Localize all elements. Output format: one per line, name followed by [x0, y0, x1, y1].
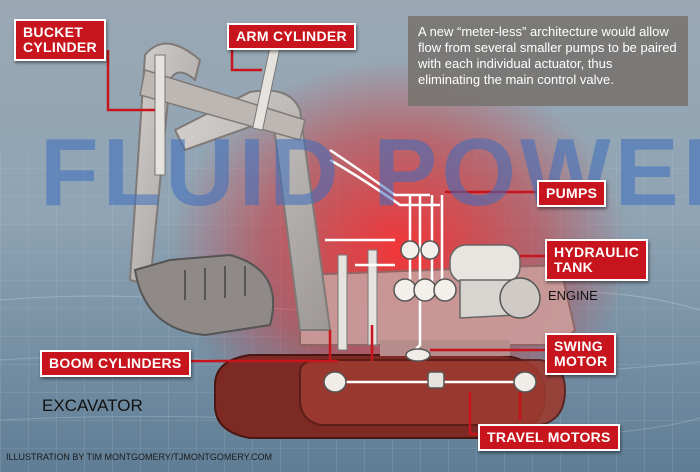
- callout-hydraulic-tank: HYDRAULIC TANK: [545, 239, 649, 281]
- leader-lines: [106, 36, 548, 436]
- engine-shape: [459, 277, 541, 319]
- illustration-credit: ILLUSTRATION BY TIM MONTGOMERY/TJMONTGOM…: [6, 452, 273, 462]
- callout-boom-cylinders: BOOM CYLINDERS: [40, 350, 191, 377]
- label-excavator: EXCAVATOR: [42, 396, 143, 415]
- info-text: A new “meter-less” architecture would al…: [418, 24, 677, 87]
- travel-motor-shapes: [323, 371, 537, 393]
- callout-hydraulic-tank-line2: TANK: [554, 259, 594, 275]
- fluid-power-watermark: FLUID POWER: [40, 119, 700, 226]
- callout-pumps-text: PUMPS: [546, 185, 598, 201]
- callout-bucket-cylinder-line2: CYLINDER: [23, 39, 97, 55]
- pumps-cluster: [393, 240, 457, 302]
- swing-motor-shape: [405, 348, 445, 389]
- label-engine: ENGINE: [548, 288, 598, 303]
- callout-pumps: PUMPS: [537, 180, 607, 207]
- callout-swing-motor-line1: SWING: [554, 338, 603, 354]
- tracks: [214, 354, 567, 439]
- info-box: A new “meter-less” architecture would al…: [408, 16, 688, 106]
- callout-swing-motor-line2: MOTOR: [554, 353, 608, 369]
- callout-bucket-cylinder: BUCKET CYLINDER: [14, 19, 106, 61]
- callout-arm-cylinder-text: ARM CYLINDER: [236, 28, 347, 44]
- callout-arm-cylinder: ARM CYLINDER: [227, 23, 356, 50]
- callout-hydraulic-tank-line1: HYDRAULIC: [554, 244, 640, 260]
- hydraulic-tank-shape: [449, 244, 521, 284]
- callout-bucket-cylinder-line1: BUCKET: [23, 24, 84, 40]
- callout-swing-motor: SWING MOTOR: [545, 333, 617, 375]
- callout-travel-motors-text: TRAVEL MOTORS: [487, 429, 611, 445]
- callout-boom-cylinders-text: BOOM CYLINDERS: [49, 355, 182, 371]
- callout-travel-motors: TRAVEL MOTORS: [478, 424, 620, 451]
- cylinders: [154, 39, 378, 351]
- bucket: [133, 253, 275, 337]
